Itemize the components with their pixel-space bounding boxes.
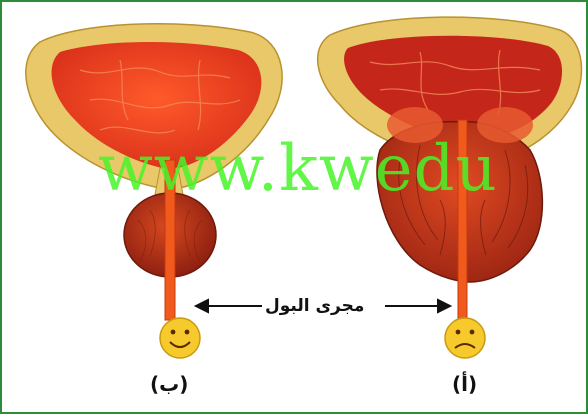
urethra-a (458, 120, 467, 320)
panel-b-label: (ب) (150, 372, 188, 396)
urethra-label: مجرى البول (265, 296, 364, 316)
normal-prostate-diagram (26, 24, 282, 358)
sad-face (445, 318, 485, 358)
panel-a-label: (أ) (452, 372, 477, 396)
happy-face (160, 318, 200, 358)
urethra-b (165, 160, 175, 320)
